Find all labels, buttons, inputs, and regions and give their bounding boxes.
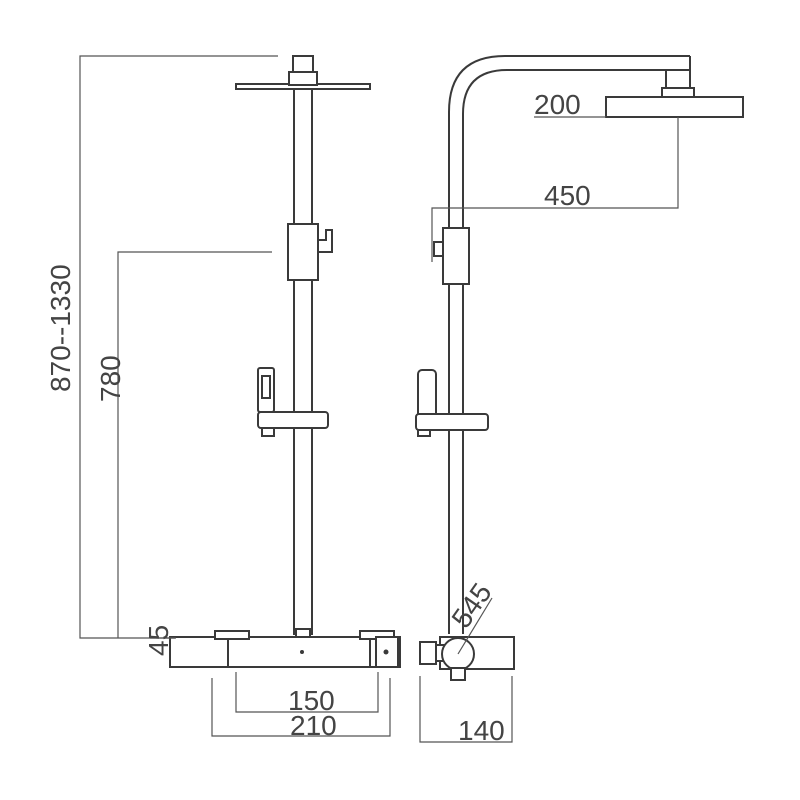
dim-total-height-line — [79, 55, 278, 639]
dim-arm-reach-line — [431, 117, 679, 262]
side-outlet-stub — [450, 667, 466, 681]
front-hand-shower-holder — [257, 411, 329, 429]
label-outlet: 545 — [446, 577, 498, 633]
side-diverter-knob — [433, 241, 444, 257]
label-arm-reach: 450 — [544, 180, 591, 211]
front-mixer-knob-dot — [383, 649, 389, 655]
dimension-lines — [79, 55, 679, 743]
side-hand-shower-holder — [415, 413, 489, 431]
front-hand-shower — [257, 367, 275, 413]
side-shower-arm-inner — [462, 69, 676, 634]
side-inlet-nut — [419, 641, 437, 665]
front-diverter-lever — [317, 229, 333, 253]
side-hand-shower — [417, 369, 437, 421]
side-shower-arm-outer — [448, 55, 690, 634]
front-rail-base — [295, 628, 311, 638]
label-body-height: 45 — [143, 625, 174, 656]
side-diverter-block — [442, 227, 470, 285]
dim-body-width-line — [211, 678, 391, 737]
front-mixer-indicator-dot — [300, 650, 304, 654]
dim-inlet-centers-line — [235, 672, 379, 713]
label-rail-height: 780 — [95, 355, 126, 402]
label-body-width: 210 — [290, 710, 337, 741]
front-mixer-left-knob-top — [214, 630, 250, 640]
front-view — [169, 55, 401, 668]
side-view — [415, 55, 744, 681]
front-head-connector-nut — [288, 71, 318, 86]
dim-rail-height-line — [117, 251, 272, 638]
front-mixer-body — [169, 636, 401, 668]
dim-body-depth-line — [419, 676, 513, 743]
front-rail-pipe — [293, 88, 313, 635]
label-inlet-centers: 150 — [288, 685, 335, 716]
front-diverter-block — [287, 223, 319, 281]
label-head-diameter: 200 — [534, 89, 581, 120]
dim-outlet-leader — [457, 597, 493, 655]
front-head-connector — [292, 55, 314, 73]
label-total-height: 870--1330 — [45, 264, 76, 392]
side-hand-shower-foot — [417, 429, 431, 437]
side-shower-head — [605, 96, 744, 118]
front-hand-shower-grip — [261, 375, 271, 399]
front-hand-shower-foot — [261, 427, 275, 437]
label-body-depth: 140 — [458, 715, 505, 746]
